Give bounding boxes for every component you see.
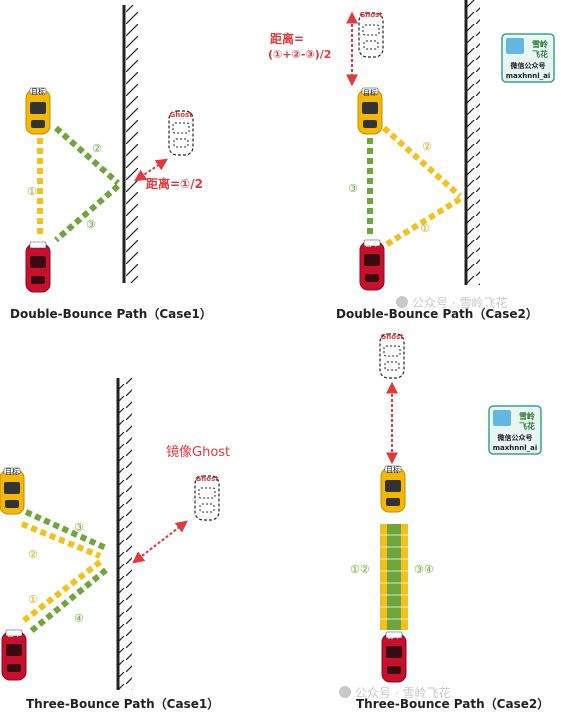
distance-formula: 距离=①/2 — [146, 176, 203, 191]
distance-formula-line2: (①+②-③)/2 — [268, 48, 331, 61]
wall-hatch — [124, 5, 138, 283]
svg-text:maxhnnl_ai: maxhnnl_ai — [506, 72, 551, 80]
path-3-label: ③ — [348, 182, 358, 195]
path-3-line — [54, 183, 120, 243]
path-2-line — [20, 521, 102, 559]
path-3-label: ③ — [86, 218, 96, 231]
path-2-label: ② — [28, 548, 38, 561]
panel-double-bounce-case2: 目标 自车 Ghost 距离= (①+②-③)/2 ③ ② ① Double-B… — [268, 0, 538, 321]
wechat-watermark-top: 公众号 · 雪岭飞花 — [396, 295, 507, 310]
svg-text:公众号 · 雪岭飞花: 公众号 · 雪岭飞花 — [355, 685, 450, 700]
distance-arrow — [134, 158, 168, 182]
path-4-label: ④ — [74, 612, 84, 625]
svg-text:微信公众号: 微信公众号 — [497, 433, 533, 442]
panel-three-bounce-case2: 目标 自车 Ghost ①② ③④ Three-Bounce Path（Case… — [350, 333, 549, 711]
path-2-label: ② — [422, 140, 432, 153]
panel-three-bounce-case1: 目标 自车 Ghost 镜像Ghost ③ ② ① ④ Three-Bounce… — [0, 378, 230, 711]
target-label: 目标 — [5, 467, 19, 476]
column-chevrons — [380, 534, 408, 620]
path-4-line — [28, 567, 108, 635]
distance-formula-line1: 距离= — [270, 31, 304, 46]
path-2-label: ② — [92, 142, 102, 155]
path-1-line — [382, 196, 462, 249]
ghost-label: Ghost — [169, 111, 193, 119]
path-1-label: ① — [28, 593, 38, 606]
ghost-label: Ghost — [195, 475, 219, 483]
path-2-line — [381, 125, 463, 199]
wall-hatch — [466, 0, 480, 285]
path-4-column — [401, 524, 408, 630]
ghost-label: Ghost — [380, 333, 404, 341]
wechat-watermark-bottom: 公众号 · 雪岭飞花 — [339, 685, 450, 700]
watermark-badge-bottom: 雪岭 飞花 微信公众号 maxhnnl_ai — [488, 405, 542, 455]
path-1-label: ① — [27, 185, 37, 198]
path-1-label: ① — [420, 222, 430, 235]
path-1-column — [380, 524, 387, 630]
paths-left-label: ①② — [350, 563, 370, 576]
svg-text:maxhnnl_ai: maxhnnl_ai — [493, 444, 538, 452]
caption: Double-Bounce Path（Case2） — [336, 306, 538, 321]
caption: Double-Bounce Path（Case1） — [10, 306, 212, 321]
wall-hatch — [118, 378, 132, 690]
ghost-car — [358, 12, 384, 58]
path-1-line — [20, 559, 102, 625]
mirror-ghost-label: 镜像Ghost — [166, 445, 230, 460]
path-2-line — [54, 125, 120, 186]
ego-car — [25, 241, 51, 293]
ghost-label: Ghost — [359, 11, 383, 19]
caption: Three-Bounce Path（Case1） — [26, 696, 219, 711]
path-3-column — [394, 524, 401, 630]
path-2-column — [387, 524, 394, 630]
caption: Three-Bounce Path（Case2） — [356, 696, 549, 711]
ego-label: 自车 — [387, 631, 401, 640]
watermark-badge-top: 雪岭 飞花 微信公众号 maxhnnl_ai — [501, 33, 555, 83]
target-label: 目标 — [386, 465, 400, 474]
ego-label: 自车 — [31, 239, 45, 248]
panel-double-bounce-case1: 目标 自车 Ghost ① ② ③ 距离=①/2 Double-Bounce P… — [10, 5, 212, 321]
distance-arrow — [132, 520, 188, 564]
path-3-line — [24, 509, 108, 551]
ego-label: 自车 — [365, 239, 379, 248]
ego-label: 自车 — [7, 629, 21, 638]
svg-text:飞花: 飞花 — [519, 421, 535, 431]
paths-right-label: ③④ — [414, 563, 434, 576]
svg-text:公众号 · 雪岭飞花: 公众号 · 雪岭飞花 — [412, 295, 507, 310]
svg-text:雪岭: 雪岭 — [532, 39, 548, 49]
svg-text:飞花: 飞花 — [532, 49, 548, 59]
target-label: 目标 — [31, 87, 45, 96]
svg-text:雪岭: 雪岭 — [519, 411, 535, 421]
target-label: 目标 — [363, 88, 377, 97]
svg-text:微信公众号: 微信公众号 — [510, 61, 546, 70]
path-3-label: ③ — [74, 521, 84, 534]
